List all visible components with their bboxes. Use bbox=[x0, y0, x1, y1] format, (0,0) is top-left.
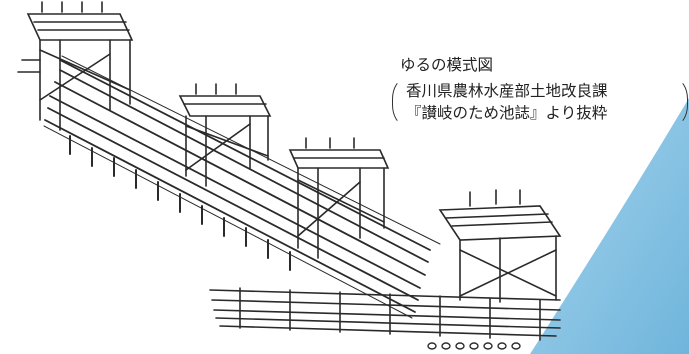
caption-source-line-1: 香川県農林水産部土地改良課 bbox=[406, 82, 608, 100]
caption-source-line-2: 『讃岐のため池誌』より抜粋 bbox=[406, 104, 608, 122]
caption-title: ゆるの模式図 bbox=[400, 56, 494, 74]
tower-top bbox=[17, 1, 134, 131]
sluice-structure bbox=[17, 1, 562, 350]
figure-caption: ゆるの模式図 香川県農林水産部土地改良課 『讃岐のため池誌』より抜粋 bbox=[392, 48, 689, 148]
inclined-trough bbox=[43, 55, 441, 319]
right-parenthesis bbox=[674, 78, 688, 126]
base-platform bbox=[209, 189, 562, 341]
support-pegs bbox=[69, 135, 291, 271]
blue-swoosh-decoration bbox=[530, 98, 689, 354]
left-parenthesis bbox=[392, 78, 406, 126]
tower-lower bbox=[288, 137, 390, 259]
base-round-pegs bbox=[427, 342, 521, 350]
tower-middle bbox=[178, 83, 272, 187]
